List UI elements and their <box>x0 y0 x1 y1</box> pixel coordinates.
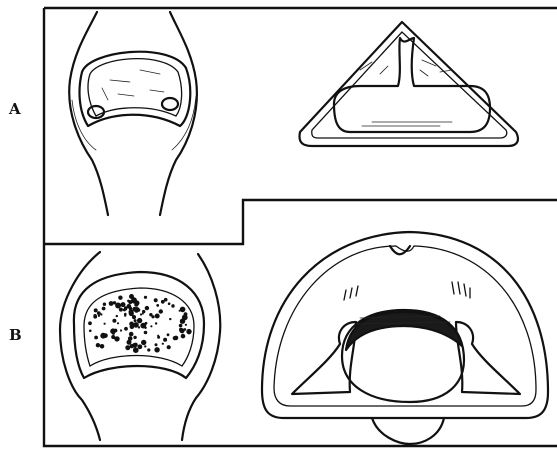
cartilage-spot <box>147 348 150 351</box>
cartilage-spot <box>144 345 146 347</box>
cartilage-spot <box>133 322 139 328</box>
cartilage-spot <box>129 307 133 311</box>
cartilage-spot <box>156 304 159 307</box>
cartilage-spot <box>140 323 146 329</box>
cartilage-spot <box>141 340 146 345</box>
cartilage-spot <box>163 338 167 342</box>
specimen-a-right <box>300 22 518 146</box>
cartilage-spot <box>159 309 163 313</box>
cartilage-spot <box>140 313 142 315</box>
cartilage-spot <box>155 343 158 346</box>
cartilage-spot <box>113 301 116 304</box>
cartilage-spot <box>131 298 137 304</box>
cartilage-spot <box>94 308 98 312</box>
cartilage-spot <box>171 304 174 307</box>
cartilage-spot <box>125 345 130 350</box>
cartilage-spot <box>94 336 98 340</box>
cartilage-spot <box>168 302 171 305</box>
specimen-b-left <box>60 252 220 440</box>
cartilage-spot <box>180 319 185 324</box>
cartilage-spot <box>179 324 183 328</box>
cartilage-spot <box>144 331 148 335</box>
cartilage-spot <box>179 310 181 312</box>
cartilage-spot <box>185 324 187 326</box>
cartilage-spot <box>162 343 164 345</box>
cartilage-spot <box>111 335 115 339</box>
cartilage-spot <box>188 332 191 335</box>
cartilage-spot <box>155 322 157 324</box>
specimen-a-left <box>69 12 197 215</box>
cartilage-spots <box>88 294 192 353</box>
cartilage-spot <box>120 329 122 331</box>
cartilage-spot <box>118 296 122 300</box>
cartilage-spot <box>100 344 105 349</box>
cartilage-spot <box>167 333 170 336</box>
cartilage-spot <box>114 329 118 333</box>
cartilage-spot <box>133 336 136 339</box>
cartilage-spot <box>100 333 106 339</box>
cartilage-spot <box>93 314 96 317</box>
cartilage-spot <box>117 322 119 324</box>
cartilage-spot <box>123 308 126 311</box>
cartilage-spot <box>129 311 134 316</box>
cartilage-spot <box>134 308 139 313</box>
cartilage-spot <box>142 310 145 313</box>
cartilage-spot <box>104 323 106 325</box>
cartilage-spot <box>134 319 137 322</box>
cartilage-spot <box>112 319 116 323</box>
cartilage-spot <box>129 332 134 337</box>
cartilage-spot <box>169 318 171 320</box>
cartilage-spot <box>127 340 132 345</box>
cartilage-spot <box>134 303 138 307</box>
cartilage-spot <box>119 308 123 312</box>
cartilage-spot <box>155 314 160 319</box>
cartilage-spot <box>124 327 128 331</box>
cartilage-spot <box>129 322 134 327</box>
cartilage-spot <box>173 336 177 340</box>
cartilage-spot <box>98 315 100 317</box>
cartilage-spot <box>127 300 130 303</box>
cartilage-spot <box>89 330 91 332</box>
cartilage-spot <box>151 315 154 318</box>
cartilage-spot <box>103 303 106 306</box>
cartilage-spot <box>180 307 186 313</box>
cartilage-spot <box>124 313 127 316</box>
cartilage-spot <box>116 315 118 317</box>
cartilage-spot <box>144 296 147 299</box>
cartilage-spot <box>184 328 187 331</box>
cartilage-spot <box>100 313 102 315</box>
cartilage-spot <box>109 301 114 306</box>
cartilage-spot <box>154 298 158 302</box>
cartilage-spot <box>167 345 171 349</box>
cartilage-spot <box>88 321 92 325</box>
cartilage-spot <box>157 335 159 337</box>
panel-frame <box>44 8 557 446</box>
cartilage-spot <box>102 307 106 311</box>
cartilage-spot <box>138 344 143 349</box>
cartilage-spot <box>138 318 141 321</box>
cartilage-spot <box>96 343 100 347</box>
cartilage-spot <box>133 347 139 353</box>
specimen-b-right <box>262 232 548 444</box>
cartilage-spot <box>121 302 126 307</box>
cartilage-spot <box>135 343 137 345</box>
cartilage-spot <box>181 334 186 339</box>
cartilage-spot <box>150 325 152 327</box>
cartilage-spot <box>164 298 168 302</box>
cartilage-spot <box>154 347 159 352</box>
cartilage-spot <box>145 306 149 310</box>
